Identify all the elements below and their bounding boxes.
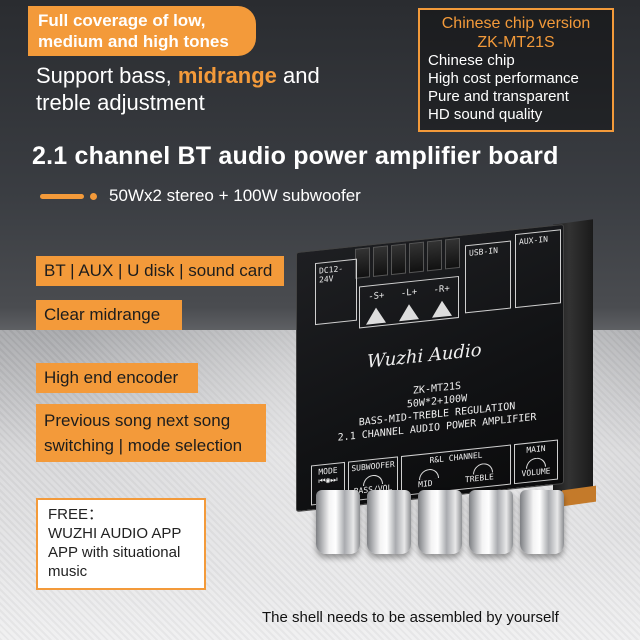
speaker-icon (398, 303, 419, 322)
rl-channel-control: R&L CHANNEL MID TREBLE (401, 444, 511, 497)
aux-label: AUX-IN (519, 234, 548, 247)
chip-box-line: Pure and transparent (428, 88, 569, 105)
headline-accent: midrange (177, 63, 277, 88)
terminal-screw (373, 245, 388, 277)
speaker-label-s: -S+ (368, 290, 385, 303)
headline: Support bass, midrange and treble adjust… (36, 62, 320, 116)
speaker-output-panel: -S+ -L+ -R+ (359, 275, 459, 329)
free-line: WUZHI AUDIO APP (48, 525, 182, 542)
dot-decoration (90, 192, 97, 200)
dc-input-panel: DC12-24V (315, 258, 357, 326)
treble-label: TREBLE (464, 472, 494, 485)
terminal-screw (427, 239, 442, 272)
terminal-screw (445, 237, 460, 270)
usb-label: USB-IN (469, 245, 498, 258)
headline-line2: treble adjustment (36, 90, 205, 115)
brand-logo: Wuzhi Audio (367, 339, 482, 373)
terminal-screw (355, 247, 370, 279)
chip-box-title: Chinese chip version (441, 15, 591, 32)
speaker-icon (431, 299, 452, 318)
free-heading: FREE： (48, 506, 104, 523)
chip-box-line: HD sound quality (428, 106, 543, 123)
speaker-icon (366, 306, 387, 325)
free-line: music (48, 563, 88, 580)
main-label: MAIN (526, 443, 546, 455)
feature-line: Previous song next song (44, 411, 231, 430)
feature-label: Clear midrange (36, 300, 182, 330)
dash-decoration (40, 193, 84, 199)
usb-input-panel: USB-IN (465, 240, 511, 314)
chip-box-line: Chinese chip (428, 52, 515, 69)
terminal-screw (391, 243, 406, 276)
terminal-screw (409, 241, 424, 274)
mid-knob[interactable] (418, 490, 462, 554)
board-shell: DC12-24V -S+ -L+ -R+ USB-IN AUX-IN Wuzhi… (296, 223, 564, 513)
mid-label: MID (418, 478, 433, 490)
chip-version-box: Chinese chip version ZK-MT21S Chinese ch… (418, 8, 614, 132)
subwoofer-knob[interactable] (367, 490, 411, 554)
headline-part1: Support bass, (36, 63, 178, 88)
chip-box-line: High cost performance (428, 70, 579, 87)
subwoofer-label: SUBWOOFER (351, 459, 395, 474)
pcb-edge (562, 485, 596, 507)
speaker-label-l: -L+ (400, 287, 418, 300)
treble-knob[interactable] (469, 490, 513, 554)
board-model-block: ZK-MT21S 50W*2+100W BASS-MID-TREBLE REGU… (327, 371, 547, 446)
free-app-box: FREE： WUZHI AUDIO APP APP with situation… (36, 498, 206, 590)
volume-knob[interactable] (520, 490, 564, 554)
dc-label: DC12-24V (319, 264, 344, 285)
playback-icons: ⏮◉⏭ (318, 474, 338, 486)
assembly-note: The shell needs to be assembled by yours… (262, 609, 559, 626)
feature-label: BT | AUX | U disk | sound card (36, 256, 284, 286)
knob-row (316, 490, 564, 554)
headline-part2: and (276, 63, 320, 88)
mode-knob[interactable] (316, 490, 360, 554)
coverage-badge: Full coverage of low, medium and high to… (28, 6, 256, 56)
main-control: MAIN VOLUME (514, 439, 558, 485)
amplifier-board: DC12-24V -S+ -L+ -R+ USB-IN AUX-IN Wuzhi… (288, 208, 608, 558)
subtitle-row: 50Wx2 stereo + 100W subwoofer (40, 186, 361, 206)
speaker-terminals (355, 237, 460, 279)
main-title: 2.1 channel BT audio power amplifier boa… (32, 142, 559, 170)
volume-label: VOLUME (521, 466, 551, 479)
speaker-icons (360, 299, 458, 325)
feature-label: High end encoder (36, 363, 198, 393)
aux-input-panel: AUX-IN (515, 229, 561, 309)
chip-box-model: ZK-MT21S (477, 34, 555, 51)
feature-label-switching: Previous song next song switching | mode… (36, 404, 266, 462)
subtitle: 50Wx2 stereo + 100W subwoofer (109, 186, 361, 205)
speaker-label-r: -R+ (433, 283, 450, 296)
free-line: APP with situational (48, 544, 181, 561)
feature-line: switching | mode selection (44, 436, 243, 455)
